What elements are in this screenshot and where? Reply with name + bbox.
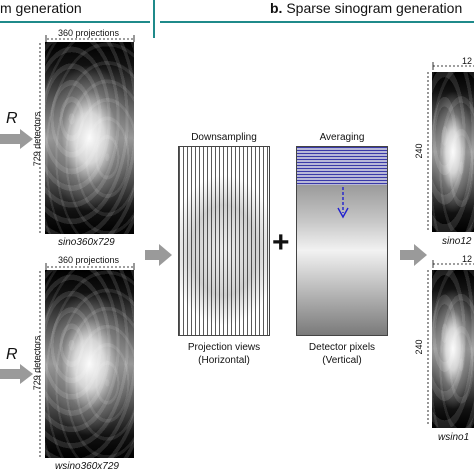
input-arrow-bottom bbox=[0, 364, 33, 384]
section-a-title: m generation bbox=[0, 0, 82, 16]
header-rules bbox=[0, 0, 474, 38]
bottom-projections-dimension bbox=[45, 263, 135, 270]
section-b-heading: b. Sparse sinogram generation bbox=[270, 0, 462, 16]
averaging-stripes bbox=[297, 147, 387, 185]
section-b-title: Sparse sinogram generation bbox=[286, 0, 463, 16]
downsampling-panel bbox=[178, 146, 270, 336]
averaging-panel bbox=[296, 146, 388, 336]
input-arrow-bottom-shape bbox=[0, 364, 33, 384]
projection-views-line1: Projection views bbox=[187, 342, 261, 353]
process-arrow-in bbox=[145, 244, 172, 266]
averaging-dashed-arrow bbox=[337, 187, 349, 219]
right-bottom-height-label: 240 bbox=[414, 339, 424, 355]
bottom-sinogram-image bbox=[45, 270, 134, 458]
right-top-height-dimension bbox=[427, 72, 429, 230]
process-arrow-in-shape bbox=[145, 244, 172, 266]
section-b-letter: b. bbox=[270, 0, 283, 16]
r-label-top: R bbox=[6, 110, 18, 127]
averaging-label: Averaging bbox=[319, 132, 365, 143]
right-bottom-size-label: 12 bbox=[462, 254, 473, 264]
plus-sign: + bbox=[272, 226, 290, 259]
process-arrow-out bbox=[400, 244, 427, 266]
input-arrow-top bbox=[0, 129, 33, 149]
right-top-sinogram-image bbox=[432, 72, 474, 232]
right-bottom-caption: wsino1 bbox=[438, 432, 470, 443]
right-top-caption: sino12 bbox=[442, 236, 472, 247]
right-top-size-label: 12 bbox=[462, 56, 473, 66]
bottom-projections-label: 360 projections bbox=[58, 255, 120, 265]
averaging-dashed-arrow-head bbox=[337, 207, 349, 219]
right-top-height-label: 240 bbox=[414, 143, 424, 159]
top-projections-label: 360 projections bbox=[58, 28, 120, 38]
right-bottom-height-dimension bbox=[427, 270, 429, 426]
detector-pixels-line1: Detector pixels bbox=[308, 342, 376, 353]
bottom-sinogram-caption: wsino360x729 bbox=[55, 461, 119, 472]
process-arrow-out-shape bbox=[400, 244, 427, 266]
right-top-width-dimension bbox=[432, 62, 474, 70]
top-sinogram-caption: sino360x729 bbox=[58, 237, 115, 248]
top-sinogram-image bbox=[45, 42, 134, 234]
top-projections-dimension bbox=[45, 35, 135, 42]
downsampling-label: Downsampling bbox=[191, 132, 257, 143]
r-label-bottom: R bbox=[6, 346, 18, 363]
detector-pixels-line2: (Vertical) bbox=[322, 355, 362, 366]
right-bottom-width-dimension bbox=[432, 260, 474, 268]
input-arrow-top-shape bbox=[0, 129, 33, 149]
right-bottom-sinogram-image bbox=[432, 270, 474, 428]
downsampling-stripes bbox=[179, 147, 269, 335]
projection-views-line2: (Horizontal) bbox=[198, 355, 250, 366]
bottom-detectors-dimension bbox=[39, 271, 41, 457]
